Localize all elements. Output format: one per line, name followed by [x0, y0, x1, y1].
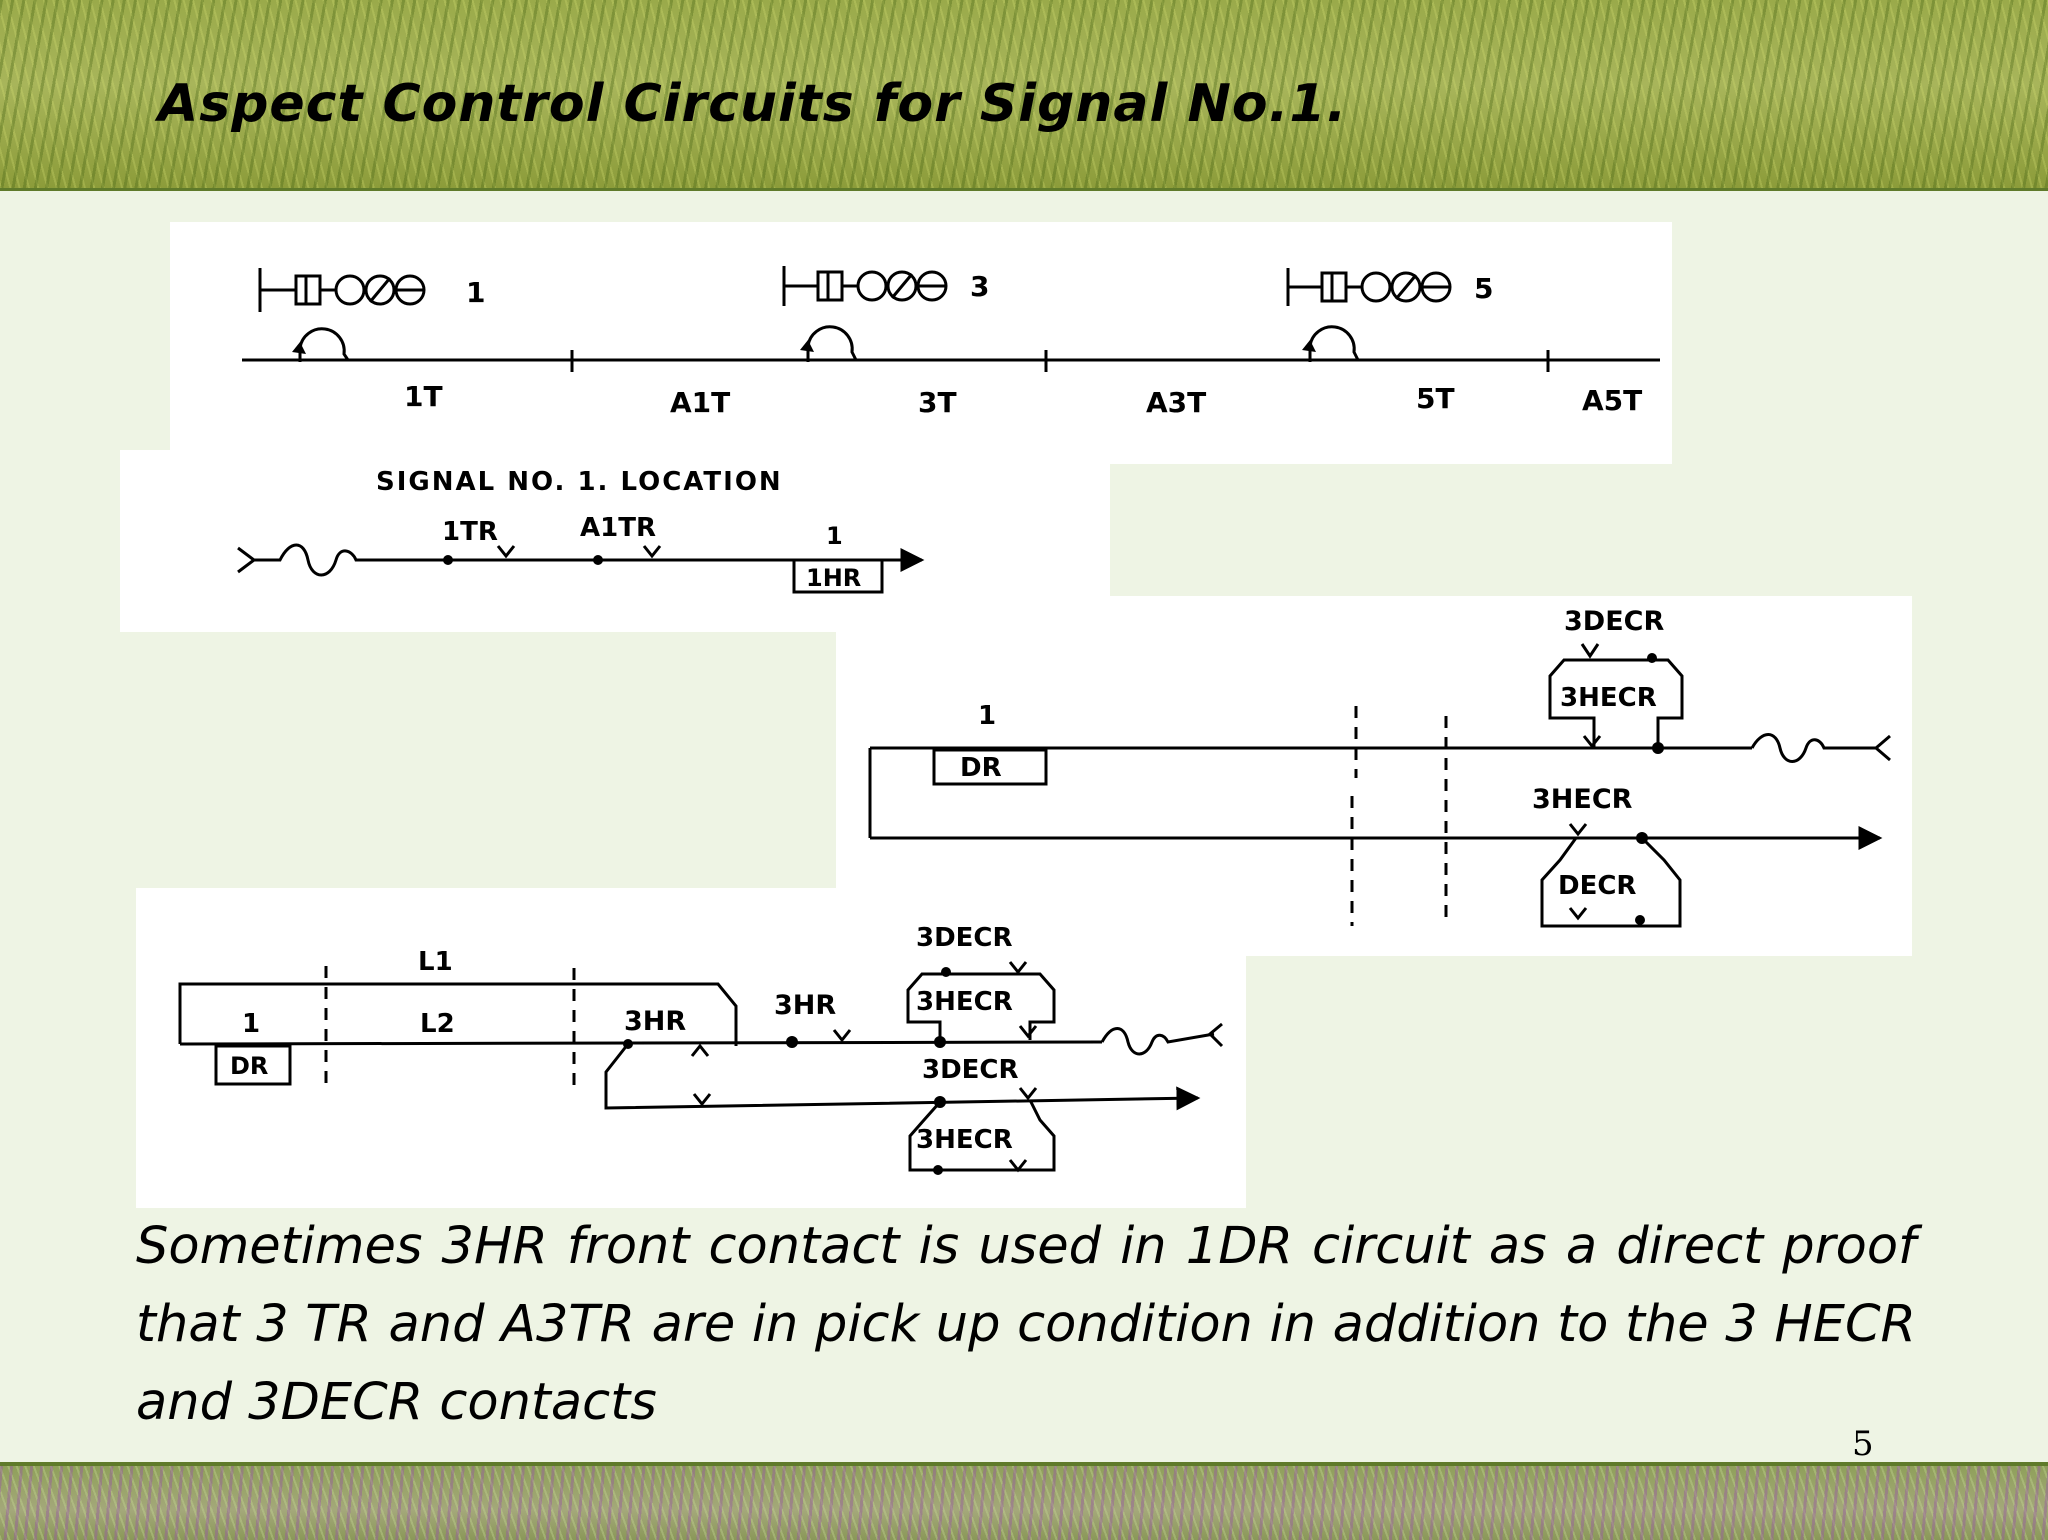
circuit-wire-lower: [604, 1043, 1201, 1111]
track-diagram-panel: [170, 222, 1672, 464]
dr-circuit: 1 DR 3DECR 3HECR 3HECR DECR: [868, 606, 1891, 928]
location-circuit: SIGNAL NO. 1. LOCATION 1TR A1TR 1 1HR: [237, 467, 925, 594]
track-section-label: A3T: [1146, 386, 1206, 419]
signal-number: 5: [1474, 272, 1493, 305]
contact-relay-label: 3HECR: [916, 1125, 1013, 1155]
track-section-label: A1T: [670, 386, 730, 419]
track-section-label: 3T: [918, 386, 957, 419]
relay-box: [932, 748, 1048, 786]
fuse-symbol: [1750, 733, 1876, 763]
contact-label: 3HR: [624, 1006, 686, 1037]
relay-number: 1: [826, 522, 843, 550]
line-label: L2: [420, 1009, 455, 1039]
contact-relay-label: 3HECR: [916, 987, 1013, 1017]
relay-box: [792, 558, 884, 594]
line-label: L1: [418, 947, 453, 977]
relay-label: 1HR: [806, 564, 861, 592]
dr-circuit-alt-panel: [136, 888, 1246, 1208]
contact-relay-label: 3HECR: [1560, 683, 1657, 713]
contact-label: 3DECR: [922, 1055, 1019, 1085]
contact-bridge: [1540, 836, 1682, 928]
signal-1-symbol: [258, 268, 426, 362]
contact-label: 3HR: [774, 990, 836, 1021]
signal-number: 3: [970, 270, 989, 303]
signal-5-symbol: [1286, 268, 1452, 362]
circuit-wire-upper: [178, 982, 738, 1046]
relay-label: DR: [230, 1052, 268, 1080]
contact-bridge: [906, 972, 1056, 1042]
track-relay-contact-label: 1TR: [442, 517, 498, 547]
relay-number: 1: [242, 1009, 260, 1039]
track-section-label: 5T: [1416, 382, 1455, 415]
relay-box: [214, 1044, 292, 1086]
slide-title: Aspect Control Circuits for Signal No.1.: [158, 74, 1348, 134]
track-layout: 1 3: [242, 266, 1660, 419]
track-relay-contact-label: A1TR: [580, 513, 656, 543]
contact-bridge: [908, 1099, 1056, 1172]
contact-relay-label: DECR: [1558, 871, 1636, 901]
dr-circuit-alt: L1 L2 1 DR 3HR 3HR 3DECR 3HECR 3DECR 3HE…: [178, 923, 1224, 1175]
contact-label: 3HECR: [1532, 784, 1633, 815]
signal-number: 1: [466, 276, 485, 309]
header-banner: Aspect Control Circuits for Signal No.1.: [0, 0, 2048, 191]
track-section-label: 1T: [404, 380, 443, 413]
page-number: 5: [1852, 1424, 1874, 1464]
location-heading: SIGNAL NO. 1. LOCATION: [376, 467, 783, 497]
contact-label: 3DECR: [1564, 606, 1664, 637]
circuit-wire: [254, 543, 925, 577]
slide-caption: Sometimes 3HR front contact is used in 1…: [136, 1217, 1916, 1432]
power-feed-symbol: [237, 546, 257, 574]
contact-label: 3DECR: [916, 923, 1013, 953]
fuse-symbol: [1100, 1027, 1215, 1056]
relay-number: 1: [978, 701, 996, 731]
footer-banner: [0, 1462, 2048, 1540]
circuit-wire-main: [179, 1040, 1103, 1046]
signal-3-symbol: [782, 266, 948, 362]
relay-label: DR: [960, 753, 1002, 783]
contact-bridge: [1548, 658, 1684, 748]
track-section-label: A5T: [1582, 384, 1642, 417]
